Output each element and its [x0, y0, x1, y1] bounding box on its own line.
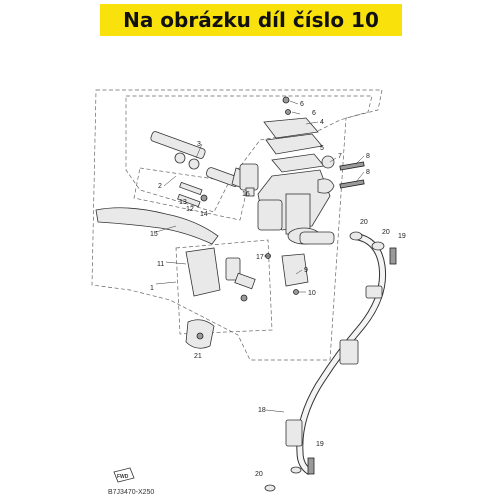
callout-16: 16	[242, 191, 250, 198]
callout-6a: 6	[300, 101, 304, 108]
pin-parts	[177, 181, 208, 208]
callout-13: 13	[179, 199, 187, 206]
callout-2: 2	[158, 183, 162, 190]
brake-hose	[285, 232, 387, 476]
forward-arrow-icon: FWD	[113, 467, 135, 483]
callout-12: 12	[186, 206, 194, 213]
callout-20b: 20	[382, 229, 390, 236]
callout-19b: 19	[316, 441, 324, 448]
assembly-outline-outer	[91, 89, 383, 361]
callout-4: 4	[320, 119, 324, 126]
callout-11: 11	[157, 261, 164, 268]
callout-17: 17	[256, 254, 264, 261]
callout-1: 1	[150, 285, 154, 292]
forward-arrow-text: FWD	[117, 474, 129, 480]
handlebar-clamp	[265, 253, 309, 295]
brake-lever	[95, 207, 219, 245]
diagram-code: B7J3470-X250	[108, 489, 154, 496]
callout-3: 3	[197, 141, 201, 148]
piston-kit	[150, 131, 247, 189]
callout-6b: 6	[312, 110, 316, 117]
callout-15: 15	[150, 231, 158, 238]
title-banner: Na obrázku díl číslo 10	[100, 4, 402, 36]
reservoir-cap	[263, 96, 325, 173]
banjo-fittings	[264, 231, 397, 492]
callout-numbers: 1 2 3 4 5 6 6 7 8 8 9 10 11 12 13 14 15 …	[150, 101, 406, 478]
callout-20a: 20	[360, 219, 368, 226]
callout-14: 14	[200, 211, 208, 218]
callout-9: 9	[304, 267, 308, 274]
callout-19a: 19	[398, 233, 406, 240]
holder-bracket	[185, 319, 215, 349]
callout-21: 21	[194, 353, 202, 360]
callout-18: 18	[258, 407, 266, 414]
callout-leaders	[155, 100, 365, 413]
callout-10: 10	[308, 290, 316, 297]
assembly-outline-upper	[125, 95, 373, 213]
callout-8a: 8	[366, 153, 370, 160]
callout-20c: 20	[255, 471, 263, 478]
callout-8b: 8	[366, 169, 370, 176]
brake-switch	[239, 163, 259, 197]
callout-5: 5	[320, 145, 324, 152]
assembly-outline-lever-bracket	[175, 239, 273, 335]
lever-bracket	[185, 247, 256, 302]
master-cylinder-body	[257, 155, 365, 245]
callout-7: 7	[338, 153, 342, 160]
